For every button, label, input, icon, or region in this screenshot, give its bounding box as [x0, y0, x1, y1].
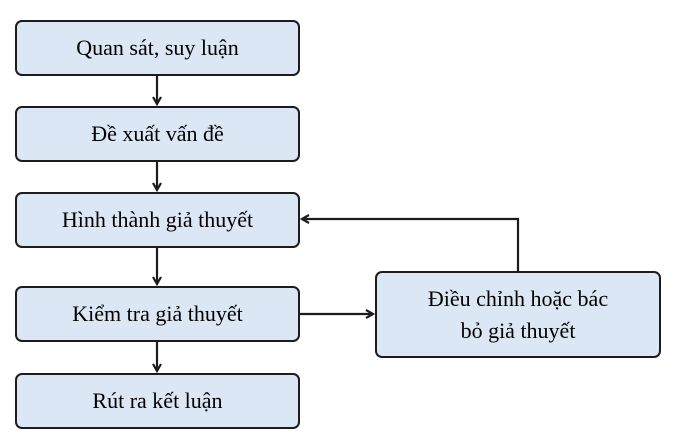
- step-label: Kiểm tra giả thuyết: [72, 301, 243, 327]
- arrow-adjust-s3: [302, 219, 520, 271]
- step-observe-infer: Quan sát, suy luận: [15, 20, 300, 76]
- step-test-hypothesis: Kiểm tra giả thuyết: [15, 286, 300, 342]
- adjust-label-line1: Điều chỉnh hoặc bác: [427, 285, 609, 311]
- step-propose-problem: Đề xuất vấn đề: [15, 106, 300, 162]
- step-form-hypothesis: Hình thành giả thuyết: [15, 192, 300, 248]
- step-conclusion: Rút ra kết luận: [15, 373, 300, 429]
- step-label: Quan sát, suy luận: [76, 35, 239, 61]
- step-label: Đề xuất vấn đề: [91, 121, 224, 147]
- step-label: Rút ra kết luận: [92, 388, 223, 414]
- step-adjust-or-reject: Điều chỉnh hoặc bác bỏ giả thuyết: [375, 271, 661, 358]
- step-label: Hình thành giả thuyết: [61, 207, 254, 233]
- adjust-label-line2: bỏ giả thuyết: [460, 317, 576, 343]
